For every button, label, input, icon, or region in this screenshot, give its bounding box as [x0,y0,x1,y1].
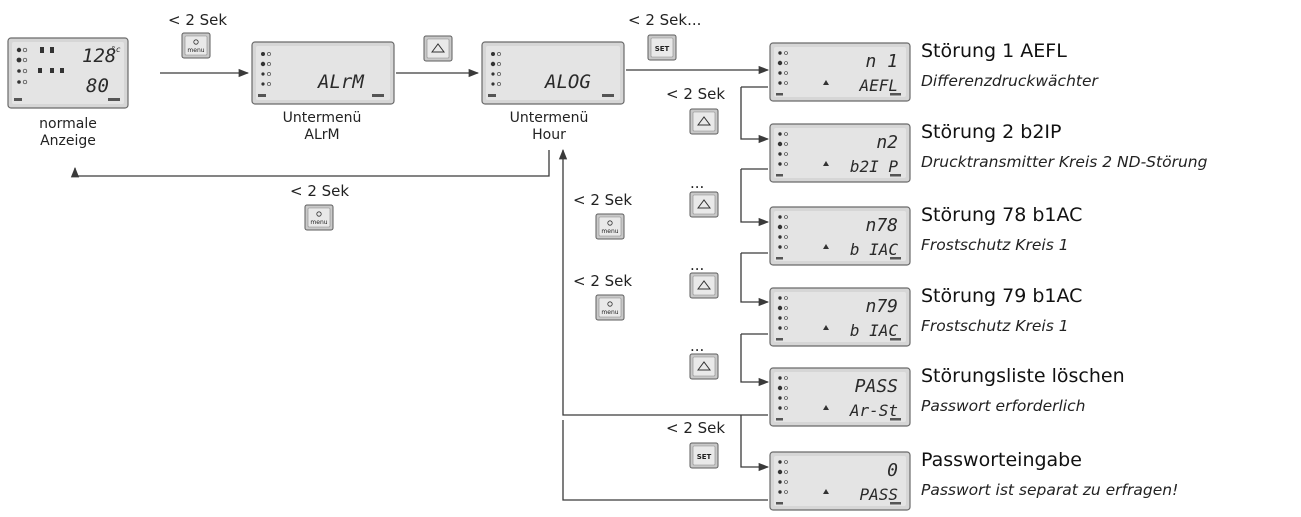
fault-4-title: Störung 79 b1AC [921,285,1082,307]
up-arrow-icon [697,280,711,290]
timing-label-menu-1: < 2 Sek [168,11,227,29]
indicator-icons [16,47,64,85]
fault-3-title: Störung 78 b1AC [921,204,1082,226]
lcd-fault-4-code: b IAC [850,321,899,340]
set-key-password-label: SET [697,453,712,461]
fault-6-title: Passworteingabe [921,449,1082,471]
fault-3-description: Frostschutz Kreis 1 [921,236,1069,254]
fault-5-title: Störungsliste löschen [921,365,1125,387]
fault-5-description: Passwort erforderlich [921,397,1085,415]
connector-fault78-to-fault79 [740,253,770,307]
dots-1: ... [690,174,704,192]
connector-fault2-to-fault78 [740,169,770,227]
connector-fault79-to-clear [740,334,770,387]
lcd-fault-3-number: n78 [865,215,898,236]
caption-normal-line2: Anzeige [40,133,96,149]
lcd-alrm-text: ALrM [317,71,364,93]
caption-normal-line1: normale [39,116,97,132]
caption-hour-line2: Hour [532,127,566,143]
up-arrow-icon [697,116,711,126]
menu-key-left-2[interactable]: menu [595,294,625,321]
lcd-fault-2-code: b2I P [850,157,899,176]
alarm-triangle-icon [823,325,829,330]
timing-label-set-2: < 2 Sek [666,419,725,437]
up-arrow-icon [431,43,445,53]
connector-clear-to-password [740,415,770,472]
fault-1-title: Störung 1 AEFL [921,40,1067,62]
lcd-fault-1-code: AEFL [858,76,898,95]
lcd-hour-text: ALOG [544,71,591,93]
lcd-fault-1-number: n 1 [865,51,898,72]
up-arrow-icon [697,361,711,371]
lcd-fault-5-number: PASS [855,376,899,397]
menu-key-left-1-label: menu [601,228,618,235]
menu-key-button-return[interactable]: menu [304,204,334,231]
up-key-fault-2[interactable] [689,191,719,218]
lcd-hour-submenu: ALOG [481,41,625,105]
alarm-triangle-icon [823,244,829,249]
alarm-triangle-icon [823,405,829,410]
return-line-password-to-hour [562,420,768,501]
menu-key-button[interactable]: menu [181,32,211,59]
menu-key-left-2-label: menu [601,309,618,316]
return-line-clear-to-hour [558,148,768,416]
up-key-button[interactable] [423,35,453,62]
lcd-normal-bottom: 80 [86,75,109,97]
arrow-hour-back-to-normal [70,150,550,178]
up-key-fault-1[interactable] [689,108,719,135]
lcd-fault-5: PASS Ar-St [769,367,911,427]
timing-label-up-1: < 2 Sek [666,85,725,103]
lcd-fault-1: n 1 AEFL [769,42,911,102]
fault-2-description: Drucktransmitter Kreis 2 ND-Störung [921,153,1208,171]
lcd-fault-4-number: n79 [865,296,898,317]
fault-4-description: Frostschutz Kreis 1 [921,317,1069,335]
up-key-fault-4[interactable] [689,353,719,380]
up-arrow-icon [697,199,711,209]
lcd-fault-6-number: 0 [887,460,898,481]
alarm-triangle-icon [823,80,829,85]
fault-2-title: Störung 2 b2IP [921,121,1061,143]
set-key-password[interactable]: SET [689,442,719,469]
lcd-fault-2: n2 b2I P [769,123,911,183]
alarm-triangle-icon [823,489,829,494]
lcd-alrm-submenu: ALrM [251,41,395,105]
fault-1-description: Differenzdruckwächter [921,72,1100,90]
lcd-normal-unit: °c [111,45,121,54]
dots-3: ... [690,337,704,355]
lcd-normal-display: 128 °c 80 [7,37,129,109]
alarm-triangle-icon [823,161,829,166]
menu-key-return-label: menu [310,219,327,226]
connector-fault1-to-fault2 [740,87,770,144]
timing-label-menu-3: < 2 Sek [573,272,632,290]
set-key-button[interactable]: SET [647,34,677,61]
up-key-fault-3[interactable] [689,272,719,299]
menu-key-label: menu [187,47,204,54]
timing-label-menu-2: < 2 Sek [573,191,632,209]
lcd-fault-4: n79 b IAC [769,287,911,347]
lcd-normal-top: 128 [82,45,116,67]
timing-label-set-1: < 2 Sek... [628,11,701,29]
lcd-fault-5-code: Ar-St [849,401,898,420]
dots-2: ... [690,256,704,274]
lcd-fault-2-number: n2 [876,132,898,153]
fault-6-description: Passwort ist separat zu erfragen! [921,481,1178,499]
lcd-fault-3-code: b IAC [850,240,899,259]
lcd-fault-3: n78 b IAC [769,206,911,266]
set-key-label: SET [655,45,670,53]
caption-alrm-line1: Untermenü [283,110,362,126]
lcd-fault-6-code: PASS [859,485,898,504]
caption-hour-line1: Untermenü [510,110,589,126]
caption-alrm-line2: ALrM [304,127,339,143]
timing-label-return-1: < 2 Sek [290,182,349,200]
menu-key-left-1[interactable]: menu [595,213,625,240]
